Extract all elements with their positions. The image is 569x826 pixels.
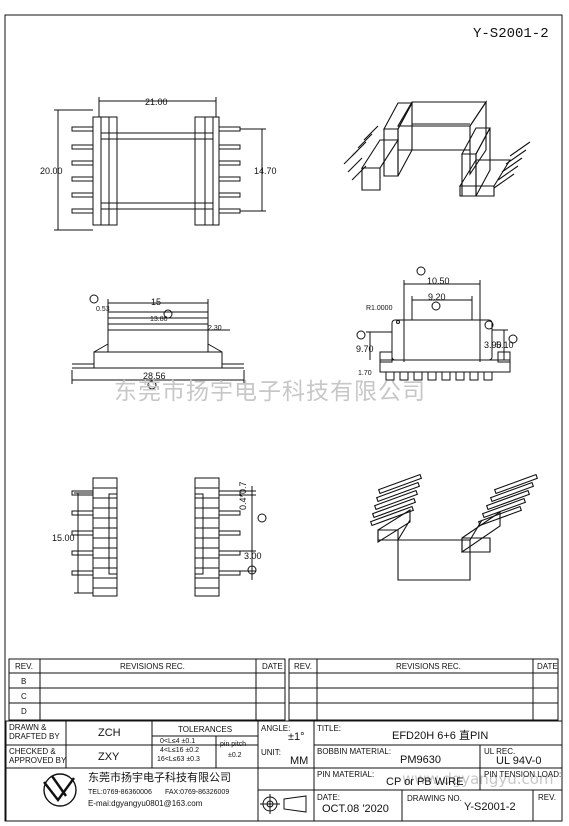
- rev-row-b: B: [21, 677, 27, 686]
- front-view: [71, 294, 245, 390]
- logo-mark: [43, 775, 75, 802]
- checked-by: ZXY: [98, 751, 120, 763]
- revision-table: [8, 658, 559, 721]
- dim-top-width: 21.00: [145, 97, 168, 107]
- dim-side-small: 1.70: [358, 370, 372, 377]
- drawing-number-top: Y-S2001-2: [473, 26, 549, 42]
- pin-pitch-label: pin pitch: [220, 741, 247, 748]
- checked-label: CHECKED & APPROVED BY: [9, 747, 67, 765]
- top-view-pins-right: [218, 126, 241, 214]
- company-fax: FAX:0769-86326009: [165, 789, 230, 796]
- rev-label: REV.: [538, 793, 556, 802]
- rev-header-right: REV.: [294, 662, 312, 671]
- tolerances-label: TOLERANCES: [178, 725, 233, 734]
- bobbin-label: BOBBIN MATERIAL:: [317, 747, 392, 756]
- dim-side-right2: 5.10: [496, 340, 514, 350]
- bottom-view-pins: [71, 490, 241, 576]
- dim-bottom-left: 15.00: [52, 533, 75, 543]
- rev-row-c: C: [21, 692, 27, 701]
- iso-view-top: [343, 100, 531, 197]
- dim-left-height: 20.00: [40, 166, 63, 176]
- tol-row-1: 0<L≤4 ±0.1: [160, 738, 196, 745]
- top-view-pins-left: [71, 126, 94, 214]
- iso2-pins-right: [477, 473, 539, 527]
- company-email: E-mai:dgyangyu0801@163.com: [88, 799, 203, 808]
- dim-side-left: 9.70: [356, 344, 374, 354]
- company-watermark: 东莞市扬宇电子科技有限公司: [114, 379, 426, 405]
- company-name: 东莞市扬宇电子科技有限公司: [88, 772, 231, 784]
- rec-header-left: REVISIONS REC.: [120, 662, 185, 671]
- title-value: EFD20H 6+6 直PIN: [392, 730, 489, 742]
- dim-side-right1: 3.90: [484, 340, 502, 350]
- angle-label: ANGLE:: [261, 724, 291, 733]
- drawn-by: ZCH: [98, 727, 121, 739]
- drawing-no-label: DRAWING NO.: [407, 794, 462, 803]
- pin-tension-label: PIN TENSION LOAD:: [484, 770, 562, 779]
- pin-pitch-value: ±0.2: [228, 752, 242, 759]
- dim-front-inner: 13.80: [150, 316, 168, 323]
- dim-bottom-right1: 0.4*0.7: [238, 481, 248, 510]
- side-view: [356, 266, 518, 381]
- company-tel: TEL:0769-86360006: [88, 789, 152, 796]
- date-header-right: DATE: [537, 662, 558, 671]
- ul-label: UL REC.: [484, 747, 516, 756]
- dim-front-width: 15: [151, 297, 162, 307]
- url-watermark: www.dgyangyu.com: [402, 770, 554, 788]
- dim-front-side: 2.30: [208, 325, 222, 332]
- iso-view-bottom: [369, 473, 539, 581]
- iso2-pins-left: [369, 473, 423, 527]
- bobbin-value: PM9630: [400, 754, 441, 766]
- iso-pins-left: [343, 125, 379, 181]
- tol-row-3: 16<L≤63 ±0.3: [157, 756, 200, 763]
- dim-side-top1: 10.50: [427, 276, 450, 286]
- dim-front-small: 0.53: [96, 306, 110, 313]
- title-block: [5, 720, 563, 822]
- title-label: TITLE:: [317, 724, 342, 733]
- dim-bottom-right2: 3.00: [244, 551, 262, 561]
- pin-material-value: CP or PB WIRE: [386, 776, 464, 788]
- rec-header-right: REVISIONS REC.: [396, 662, 461, 671]
- rev-row-d: D: [21, 707, 27, 716]
- date-label: DATE:: [317, 793, 340, 802]
- sheet-border: [4, 14, 563, 822]
- drawing-no-value: Y-S2001-2: [464, 801, 516, 813]
- date-header-left: DATE: [262, 662, 283, 671]
- top-view: [54, 97, 266, 231]
- side-view-pins: [385, 372, 493, 381]
- date-value: OCT.08 '2020: [322, 803, 389, 815]
- bottom-view: [71, 477, 267, 597]
- drawn-label: DRAWN & DRAFTED BY: [9, 723, 60, 741]
- dim-side-radius: R1.0000: [366, 305, 393, 312]
- rev-header-left: REV.: [15, 662, 33, 671]
- pin-material-label: PIN MATERIAL:: [317, 770, 375, 779]
- dim-front-base: 28.56: [143, 371, 166, 381]
- unit-value: MM: [290, 755, 309, 767]
- ul-value: UL 94V-0: [496, 755, 542, 767]
- unit-label: UNIT:: [261, 748, 281, 757]
- dim-side-top2: 9.20: [428, 292, 446, 302]
- tol-row-2: 4<L≤16 ±0.2: [160, 747, 200, 754]
- angle-value: ±1°: [288, 731, 305, 743]
- dim-right-height: 14.70: [254, 166, 277, 176]
- iso-pins-right: [493, 141, 531, 189]
